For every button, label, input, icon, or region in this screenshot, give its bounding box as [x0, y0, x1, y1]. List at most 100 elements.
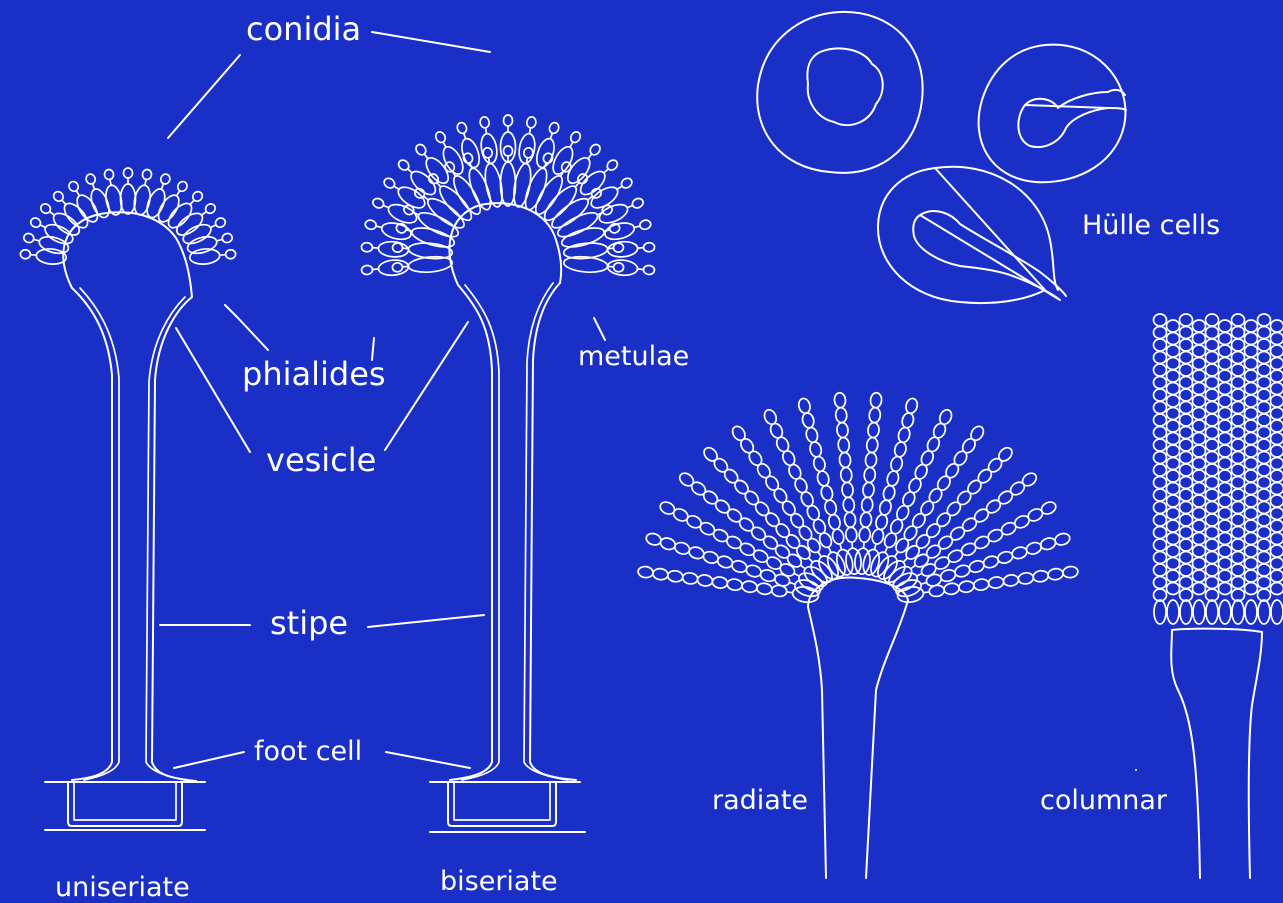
columnar-conidium [1180, 389, 1193, 401]
columnar-conidium [1258, 402, 1271, 414]
uniseriate-phialide [154, 192, 183, 225]
columnar-conidium [1271, 333, 1283, 345]
columnar-conidium [1180, 439, 1193, 451]
radiate-conidium [637, 566, 653, 579]
columnar-conidium [1206, 327, 1219, 339]
columnar-conidium [1258, 539, 1271, 551]
columnar-conidium [1258, 577, 1271, 589]
radiate-conidium [955, 489, 973, 507]
uniseriate-conidium [176, 180, 189, 193]
columnar-conidium [1232, 314, 1245, 326]
columnar-conidium [1167, 433, 1180, 445]
columnar-conidium [1193, 508, 1206, 520]
columnar-conidium [1154, 552, 1167, 564]
radiate-conidium [753, 500, 771, 518]
columnar-conidium [1245, 370, 1258, 382]
columnar-conidium [1180, 377, 1193, 389]
radiate-conidium [865, 452, 877, 468]
label-columnar: columnar [1040, 787, 1167, 814]
radiate-conidium [934, 511, 952, 529]
columnar-conidium [1206, 502, 1219, 514]
columnar-conidium [1193, 433, 1206, 445]
biseriate-conidiophore [361, 115, 655, 832]
radiate-conidium [1011, 545, 1029, 560]
columnar-conidium [1180, 539, 1193, 551]
biseriate-phialide [588, 183, 621, 212]
radiate-conidium [652, 568, 668, 581]
columnar-conidium [1271, 320, 1283, 332]
radiate-conidium [722, 467, 740, 485]
uniseriate-conidium [67, 180, 80, 193]
radiate-conidium [731, 559, 749, 574]
radiate-conidium [924, 521, 942, 539]
columnar-conidium [1271, 508, 1283, 520]
columnar-conidium [1258, 527, 1271, 539]
biseriate-stipe-inner-left [462, 285, 499, 780]
uniseriate-phialide [42, 221, 76, 248]
columnar-conidium [1180, 364, 1193, 376]
radiate-conidium [968, 559, 986, 574]
columnar-stipe-right [1249, 632, 1262, 878]
radiate-conidium [737, 516, 756, 534]
radiate-conidium [743, 489, 761, 507]
columnar-conidium [1167, 408, 1180, 420]
radiate-conidium [936, 534, 955, 552]
columnar-conidium [1271, 545, 1283, 557]
biseriate-conidium [382, 176, 396, 190]
columnar-conidium [1232, 514, 1245, 526]
radiate-conidium [763, 511, 781, 529]
label-vesicle: vesicle [266, 444, 376, 476]
radiate-conidium [701, 489, 720, 507]
biseriate-stipe-outline-right [530, 283, 576, 780]
columnar-conidium [1193, 545, 1206, 557]
uniseriate-conidium [124, 168, 133, 178]
columnar-conidium [1193, 408, 1206, 420]
biseriate-conidium [504, 115, 513, 126]
columnar-conidium [1154, 339, 1167, 351]
radiate-conidium [797, 397, 811, 414]
uniseriate-conidium [85, 173, 97, 186]
columnar-conidium [1154, 327, 1167, 339]
radiate-conidium [968, 424, 985, 443]
columnar-conidium [1167, 483, 1180, 495]
biseriate-conidium [643, 242, 655, 252]
biseriate-conidium [569, 130, 582, 144]
columnar-conidium [1232, 402, 1245, 414]
columnar-conidium [1193, 445, 1206, 457]
uniseriate-vesicle [63, 212, 192, 297]
uniseriate-conidium [221, 232, 233, 243]
biseriate-conidium [371, 197, 385, 210]
biseriate-conidium [526, 116, 537, 128]
columnar-conidium [1258, 327, 1271, 339]
leader-conidia-left [168, 55, 240, 138]
columnar-conidium [1193, 458, 1206, 470]
columnar-conidium [1193, 570, 1206, 582]
columnar-conidium [1245, 333, 1258, 345]
columnar-conidium [1258, 464, 1271, 476]
hulle-cells [757, 12, 1126, 303]
columnar-conidium [1154, 527, 1167, 539]
columnar-conidial-chains [1154, 314, 1283, 624]
radiate-stipe-right [866, 600, 908, 878]
radiate-conidium [1020, 471, 1039, 489]
biseriate-conidium [504, 146, 513, 156]
uniseriate-phialide [121, 184, 136, 214]
biseriate-conidium [392, 262, 403, 272]
uniseriate-conidium [204, 202, 217, 215]
radiate-conidium [836, 422, 848, 438]
biseriate-conidium [361, 265, 373, 275]
radiate-conidium [845, 527, 857, 543]
columnar-conidium [1154, 364, 1167, 376]
columnar-phialide [1167, 600, 1179, 624]
columnar-conidium [1206, 552, 1219, 564]
uniseriate-phialide [36, 248, 67, 266]
biseriate-conidium [643, 265, 655, 275]
columnar-conidium [1154, 477, 1167, 489]
columnar-conidium [1271, 383, 1283, 395]
columnar-conidium [1167, 545, 1180, 557]
radiate-conidium [958, 580, 974, 593]
columnar-conidium [1219, 320, 1232, 332]
columnar-conidium [1193, 358, 1206, 370]
columnar-phialide [1206, 600, 1218, 624]
radiate-conidium [738, 436, 755, 455]
